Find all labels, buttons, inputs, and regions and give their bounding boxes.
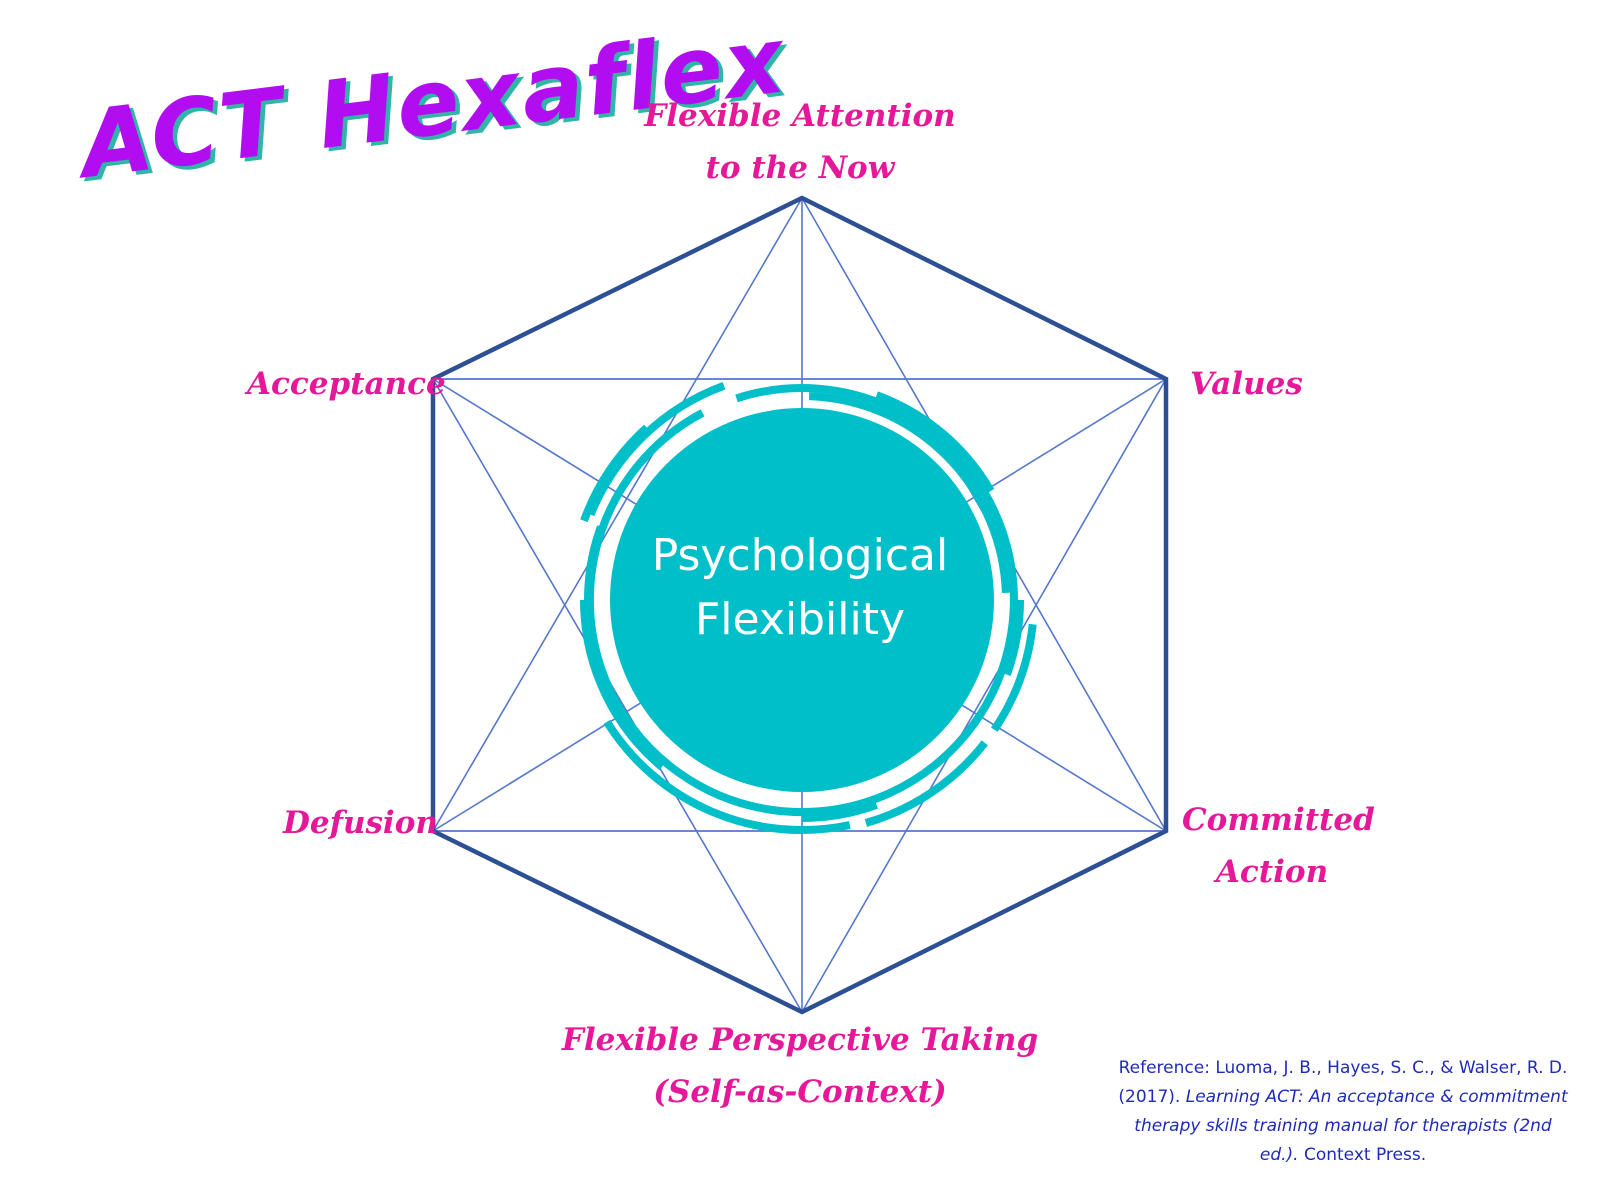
psychological-flexibility-circle bbox=[610, 408, 994, 792]
center-label: Psychological Flexibility bbox=[620, 524, 980, 652]
decorative-arc bbox=[864, 740, 988, 827]
triangle-line bbox=[432, 197, 803, 832]
decorative-arc bbox=[580, 424, 650, 523]
vertex-label-self-as-context: Flexible Perspective Taking (Self-as-Con… bbox=[561, 1022, 1039, 1110]
decorative-arc bbox=[584, 525, 651, 752]
reference-citation: Reference: Luoma, J. B., Hayes, S. C., &… bbox=[1118, 1058, 1568, 1165]
decorative-arc bbox=[580, 599, 665, 771]
decorative-arc bbox=[603, 719, 851, 835]
vertex-label-values: Values bbox=[1190, 366, 1303, 402]
vertex-label-defusion: Defusion bbox=[283, 805, 438, 841]
triangle-line bbox=[801, 378, 1167, 1013]
vertex-label-flexible-attention: Flexible Attention to the Now bbox=[644, 98, 956, 186]
decorative-arc bbox=[1003, 599, 1025, 676]
decorative-arc bbox=[801, 801, 878, 823]
vertex-label-acceptance: Acceptance bbox=[247, 366, 446, 402]
decorative-arc bbox=[875, 391, 995, 493]
center-label-line1: Psychological bbox=[651, 530, 949, 581]
triangle-line bbox=[432, 378, 803, 1013]
vertex-label-committed-action: Committed Action bbox=[1182, 802, 1375, 890]
decorative-arc bbox=[808, 392, 1010, 594]
center-label-line2: Flexibility bbox=[695, 594, 905, 645]
decorative-arc bbox=[990, 623, 1037, 732]
hexagon-outline bbox=[430, 195, 1169, 1015]
